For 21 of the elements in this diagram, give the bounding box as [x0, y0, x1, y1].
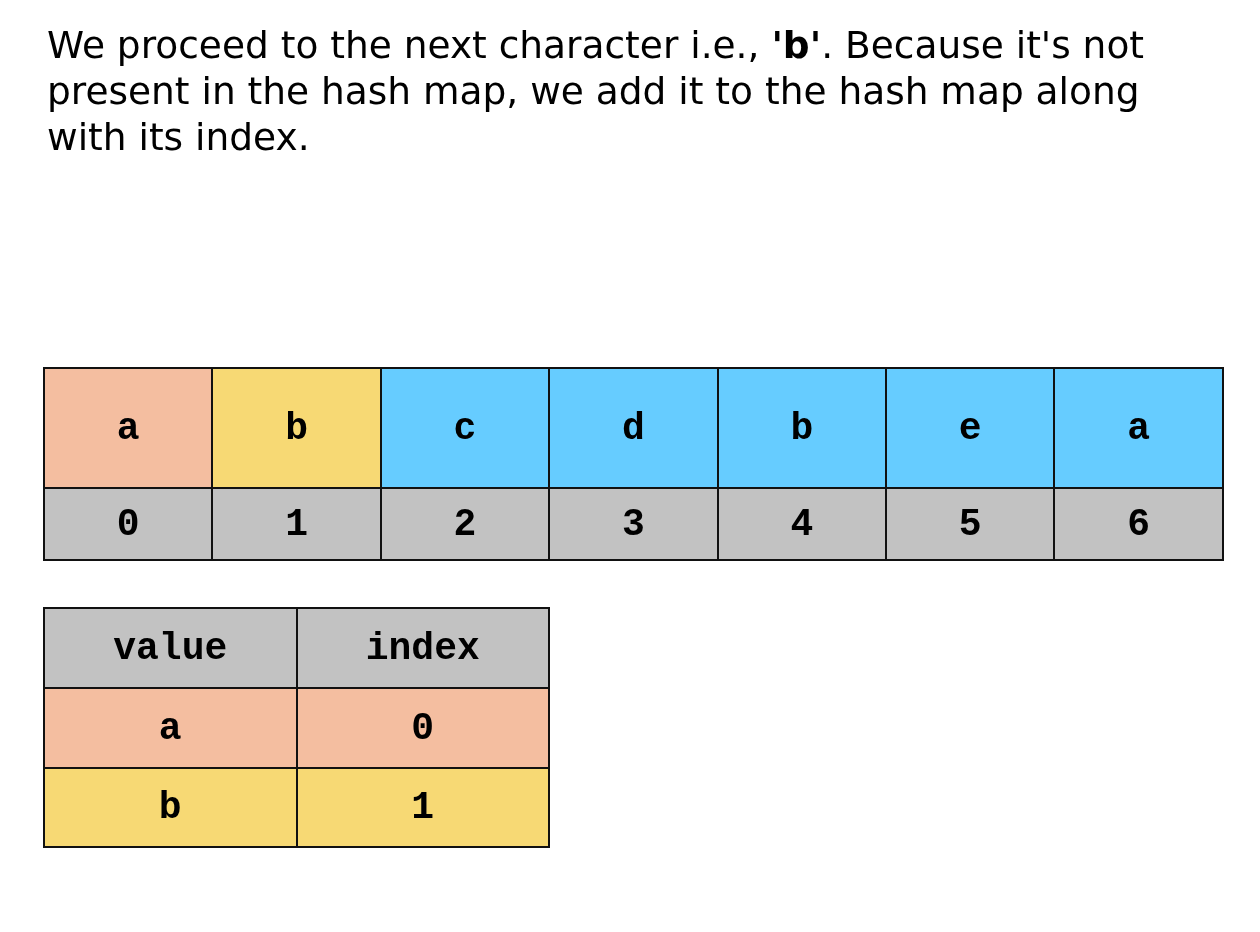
character-cell: b	[716, 367, 887, 489]
description-text: We proceed to the next character i.e., 'b'. Because it's not present in the hash map, we add it to the hash map along with its index.	[47, 22, 1146, 160]
character-cell: b	[211, 367, 382, 489]
index-cell: 2	[379, 487, 551, 561]
character-cell: a	[43, 367, 214, 489]
index-cell: 5	[885, 487, 1056, 561]
index-cell: 4	[716, 487, 887, 561]
index-cell: 6	[1053, 487, 1224, 561]
index-cell: 3	[548, 487, 719, 561]
table-cell: a	[43, 687, 298, 769]
character-cell: a	[1053, 367, 1224, 489]
index-cell: 0	[43, 487, 214, 561]
table-cell: 0	[295, 687, 550, 769]
table-cell: 1	[295, 767, 550, 848]
header-cell: value	[43, 607, 298, 689]
character-cell: e	[885, 367, 1056, 489]
index-cell: 1	[211, 487, 382, 561]
character-cell: c	[379, 367, 551, 489]
header-cell: index	[295, 607, 550, 689]
table-cell: b	[43, 767, 298, 848]
character-cell: d	[548, 367, 719, 489]
